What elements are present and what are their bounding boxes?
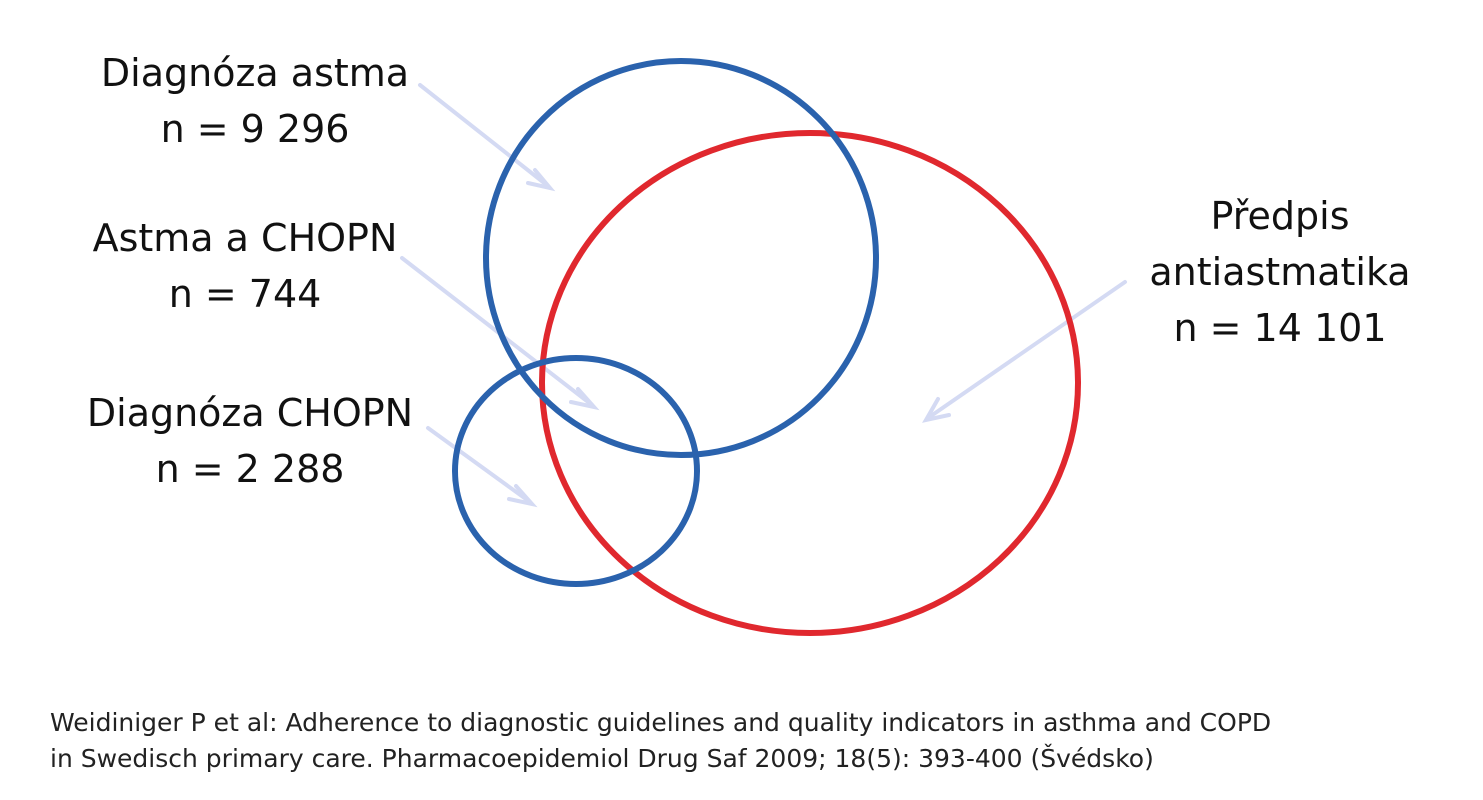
label-asthma-and-copd: Astma a CHOPN n = 744 [85,210,405,322]
label-prescription: Předpis antiastmatika n = 14 101 [1130,188,1430,356]
citation: Weidiniger P et al: Adherence to diagnos… [50,705,1271,777]
arrow-rx-head [922,397,951,423]
asthma-count: n = 9 296 [160,107,350,151]
arrow-asthma [418,83,550,188]
prescription-name-line1: Předpis [1210,194,1350,238]
circle-asthma [483,58,879,458]
circle-prescription [539,130,1081,636]
asthma-and-copd-count: n = 744 [168,272,322,316]
arrow-both-head [569,387,600,411]
label-copd: Diagnóza CHOPN n = 2 288 [85,385,415,497]
prescription-name-line2: antiastmatika [1149,250,1411,294]
arrow-asthma-head [526,168,556,192]
circle-copd [452,355,700,587]
arrow-rx [926,280,1127,420]
arrow-copd-head [507,484,538,508]
copd-name: Diagnóza CHOPN [86,391,414,435]
label-asthma: Diagnóza astma n = 9 296 [100,45,410,157]
asthma-name: Diagnóza astma [100,51,410,95]
prescription-count: n = 14 101 [1173,306,1387,350]
arrows [400,83,1127,508]
asthma-and-copd-name: Astma a CHOPN [92,216,398,260]
arrow-copd [426,426,532,504]
copd-count: n = 2 288 [155,447,345,491]
citation-line1: Weidiniger P et al: Adherence to diagnos… [50,708,1272,737]
citation-line2: in Swedisch primary care. Pharmacoepidem… [50,744,1154,773]
